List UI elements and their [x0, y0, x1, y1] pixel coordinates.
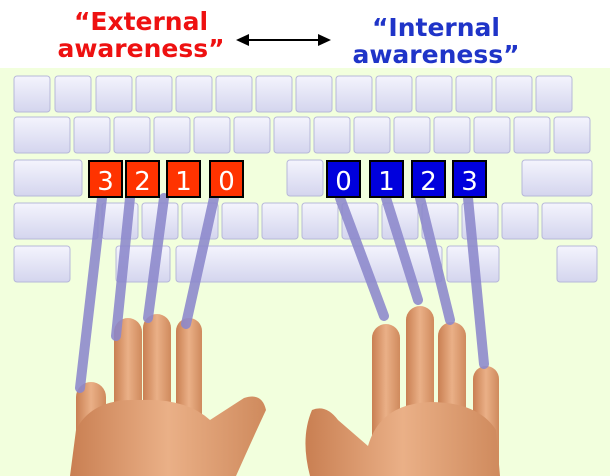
keyboard-key: [313, 116, 351, 154]
finger-line: [463, 193, 489, 369]
left-key-1: 3: [88, 160, 123, 198]
left-key-1-box: [88, 160, 123, 198]
left-palm: [70, 396, 266, 476]
right-key-3-box: [411, 160, 446, 198]
keyboard-key: [473, 116, 511, 154]
keyboard-key: [255, 75, 293, 113]
left-key-3-label: 1: [175, 167, 192, 197]
left-hand: [70, 314, 266, 476]
hands: [70, 306, 500, 476]
left-key-2: 2: [125, 160, 160, 198]
keyboard-keys: [13, 75, 598, 283]
keyboard-key: [286, 159, 324, 197]
left-key-2-box: [125, 160, 160, 198]
external-label-line1: “External: [73, 7, 209, 36]
right-key-4-box: [452, 160, 487, 198]
keyboard-key: [95, 75, 133, 113]
keyboard-key: [193, 116, 231, 154]
keyboard-key: [353, 116, 391, 154]
keyboard-key: [13, 202, 99, 240]
keyboard-key: [175, 245, 443, 283]
left-key-4: 0: [209, 160, 244, 198]
right-key-4: 3: [452, 160, 487, 198]
keyboard-key: [221, 202, 259, 240]
right-key-2-label: 1: [378, 167, 395, 197]
right-key-3: 2: [411, 160, 446, 198]
keyboard-key: [135, 75, 173, 113]
keyboard-key: [301, 202, 339, 240]
finger-line: [111, 193, 135, 341]
keyboard-key: [556, 245, 598, 283]
left-key-4-label: 0: [218, 167, 235, 197]
internal-label-line1: “Internal: [371, 13, 500, 42]
keyboard-key: [13, 75, 51, 113]
finger-line: [335, 193, 389, 321]
finger-line: [181, 193, 219, 329]
keyboard-key: [13, 116, 71, 154]
keyboard-key: [393, 116, 431, 154]
keyboard-key: [73, 116, 111, 154]
right-key-1: 0: [326, 160, 361, 198]
double-headed-arrow-icon: [236, 34, 331, 46]
keyboard-key: [113, 116, 151, 154]
keyboard-key: [513, 116, 551, 154]
external-label-line2: awareness”: [57, 34, 225, 63]
keyboard-key: [153, 116, 191, 154]
keyboard-key: [175, 75, 213, 113]
finger-line: [75, 193, 107, 393]
finger-line: [415, 193, 455, 325]
finger-line: [381, 193, 423, 305]
keyboard-key: [233, 116, 271, 154]
keyboard-key: [13, 159, 83, 197]
keyboard-key: [541, 202, 593, 240]
keyboard-key: [553, 116, 591, 154]
right-key-1-box: [326, 160, 361, 198]
right-hand: [305, 306, 500, 476]
keyboard-key: [501, 202, 539, 240]
external-awareness-label: “External awareness”: [46, 8, 236, 62]
keyboard-key: [521, 159, 593, 197]
keyboard-key: [54, 75, 92, 113]
keyboard-key: [415, 75, 453, 113]
left-key-1-label: 3: [97, 167, 114, 197]
keyboard-key: [261, 202, 299, 240]
right-key-3-label: 2: [420, 167, 437, 197]
right-key-2: 1: [369, 160, 404, 198]
left-key-3: 1: [166, 160, 201, 198]
left-key-3-box: [166, 160, 201, 198]
keyboard-key: [495, 75, 533, 113]
internal-label-line2: awareness”: [352, 40, 520, 69]
keyboard-key: [295, 75, 333, 113]
keyboard-key: [215, 75, 253, 113]
finger-line: [143, 193, 169, 323]
finger-lines: [75, 193, 489, 393]
right-key-2-box: [369, 160, 404, 198]
keyboard-key: [273, 116, 311, 154]
keyboard-key: [455, 75, 493, 113]
keyboard-key: [433, 116, 471, 154]
right-palm: [305, 402, 500, 476]
left-key-2-label: 2: [134, 167, 151, 197]
keyboard-key: [375, 75, 413, 113]
keyboard-key: [13, 245, 71, 283]
right-key-4-label: 3: [461, 167, 478, 197]
internal-awareness-label: “Internal awareness”: [336, 14, 536, 68]
left-key-4-box: [209, 160, 244, 198]
right-key-1-label: 0: [335, 167, 352, 197]
keyboard-key: [535, 75, 573, 113]
keyboard-key: [335, 75, 373, 113]
